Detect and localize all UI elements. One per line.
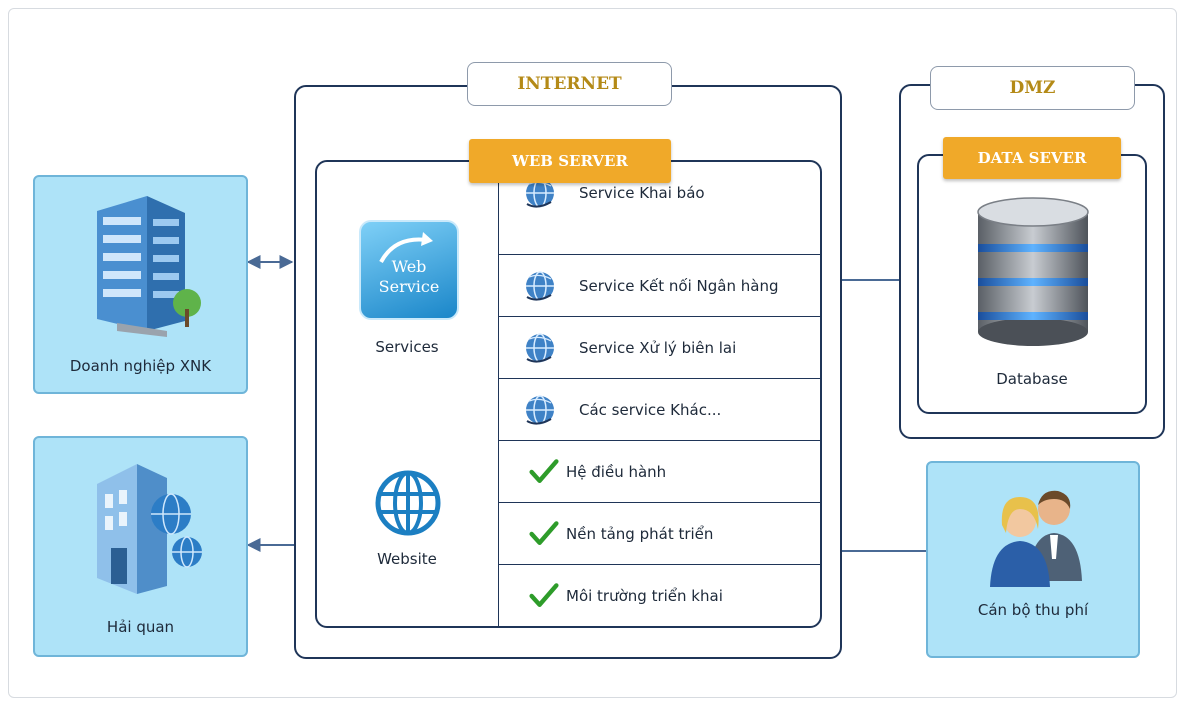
platform-row: Nền tảng phát triển (499, 502, 820, 565)
service-list: Service Khai báo Service Kết nối Ngân hà… (498, 162, 820, 626)
platform-row-label: Hệ điều hành (566, 463, 667, 481)
web-service-icon-text-2: Service (379, 277, 440, 296)
people-icon (990, 490, 1082, 587)
web-service-icon: Web Service (359, 220, 459, 320)
services-caption: Services (375, 338, 439, 356)
service-row-label: Các service Khác... (579, 401, 722, 419)
office-building-icon (97, 196, 201, 337)
dmz-label: DMZ (930, 66, 1135, 110)
fee-officer-caption: Cán bộ thu phí (977, 601, 1089, 619)
website-caption: Website (377, 550, 437, 568)
service-row-label: Service Xử lý biên lai (579, 339, 737, 357)
web-server-label: WEB SERVER (469, 139, 671, 183)
database-icon (977, 197, 1089, 346)
enterprise-caption: Doanh nghiệp XNK (69, 357, 212, 375)
service-row: Các service Khác... (499, 378, 820, 441)
check-icon (529, 459, 559, 484)
globe-icon (526, 271, 554, 301)
platform-row-label: Nền tảng phát triển (566, 525, 714, 543)
check-icon (529, 583, 559, 608)
platform-row-label: Môi trường triển khai (566, 587, 723, 605)
data-server-group: Database (917, 154, 1147, 414)
service-row: Service Xử lý biên lai (499, 316, 820, 379)
globe-icon (526, 395, 554, 425)
service-row-label: Service Khai báo (579, 184, 705, 202)
customs-caption: Hải quan (106, 618, 175, 636)
web-server-group: Web Service Services Website Service Kha… (315, 160, 822, 628)
globe-icon (526, 333, 554, 363)
website-globe-icon (373, 468, 443, 538)
web-service-icon-text-1: Web (392, 257, 427, 276)
check-icon (529, 521, 559, 546)
customs-building-icon (97, 464, 202, 594)
data-server-label: DATA SEVER (943, 137, 1121, 179)
service-row: Service Kết nối Ngân hàng (499, 254, 820, 317)
service-row-label: Service Kết nối Ngân hàng (579, 277, 779, 295)
fee-officer-box: Cán bộ thu phí (926, 461, 1140, 658)
database-caption: Database (996, 370, 1068, 388)
internet-label: INTERNET (467, 62, 672, 106)
enterprise-box: Doanh nghiệp XNK (33, 175, 248, 394)
platform-row: Môi trường triển khai (499, 564, 820, 626)
customs-box: Hải quan (33, 436, 248, 657)
platform-row: Hệ điều hành (499, 440, 820, 503)
